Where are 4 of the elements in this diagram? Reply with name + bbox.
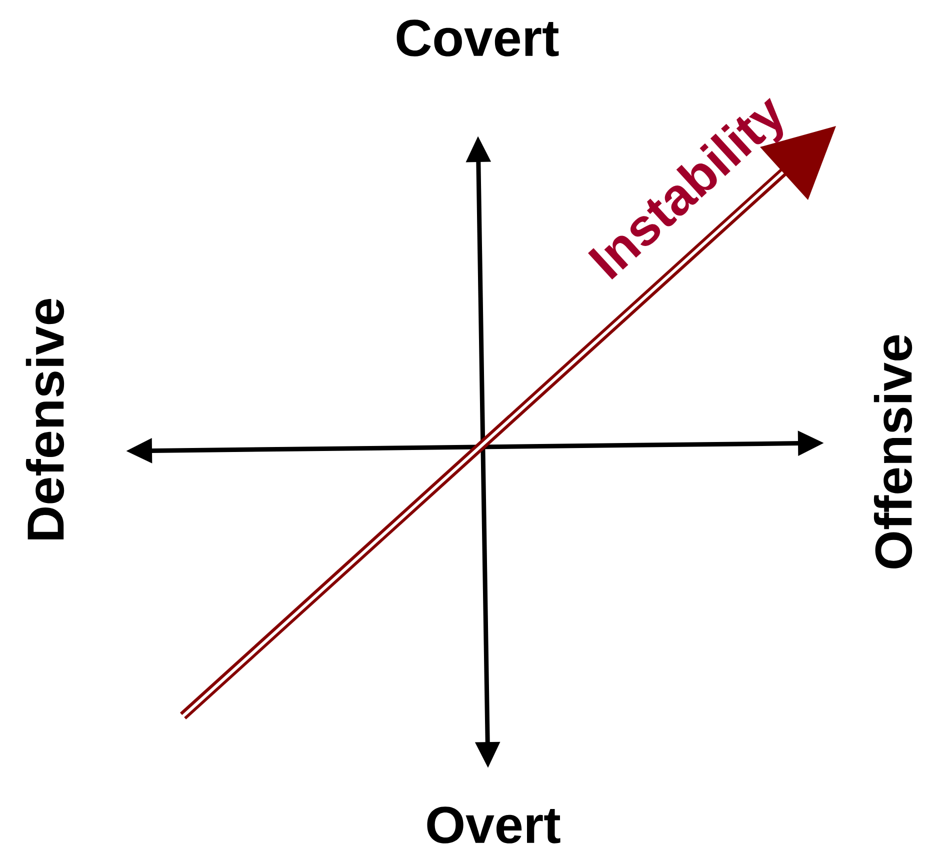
- axis-label: Offensive: [874, 335, 912, 568]
- axis-label: Covert: [396, 20, 559, 56]
- axis-label: Overt: [427, 806, 560, 844]
- axis-label: Defensive: [26, 298, 64, 540]
